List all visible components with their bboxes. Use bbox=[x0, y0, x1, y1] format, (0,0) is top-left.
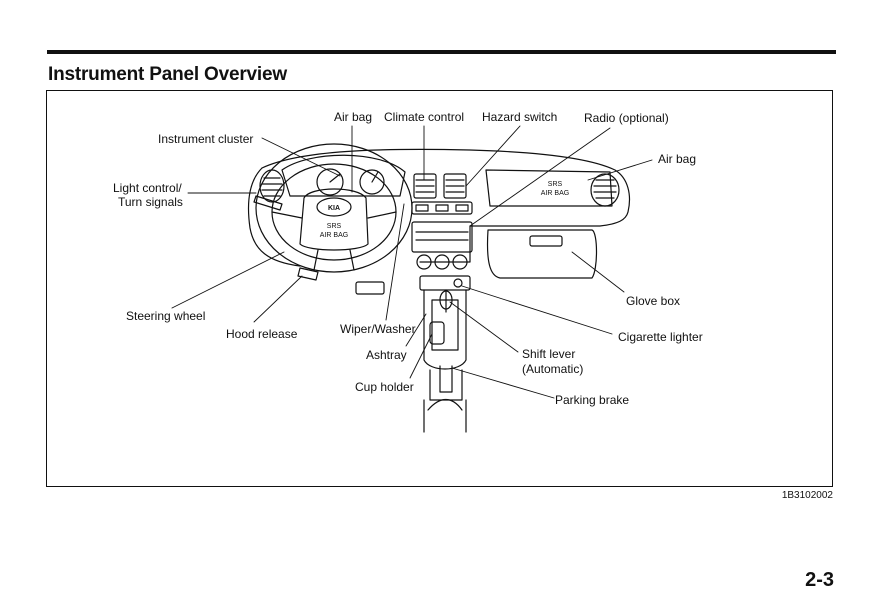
label-hood-release: Hood release bbox=[226, 327, 298, 341]
wheel-srs-text: SRS bbox=[327, 223, 342, 230]
figure-frame bbox=[46, 90, 833, 487]
glove-box-shape bbox=[486, 229, 598, 279]
label-cup-holder: Cup holder bbox=[355, 380, 414, 394]
label-climate-control: Climate control bbox=[384, 110, 465, 124]
label-ashtray: Ashtray bbox=[366, 348, 407, 362]
page-number: 2-3 bbox=[805, 569, 834, 591]
label-glove-box: Glove box bbox=[626, 294, 681, 308]
label-air-bag-driver: Air bag bbox=[334, 110, 373, 124]
center-vents bbox=[413, 173, 467, 199]
passenger-vent bbox=[590, 173, 620, 207]
dash-srs-text: SRS bbox=[548, 181, 563, 188]
label-shift-lever-automatic: (Automatic) bbox=[522, 362, 584, 376]
label-turn-signals: Turn signals bbox=[118, 195, 183, 209]
console-shape bbox=[419, 275, 471, 433]
instrument-cluster-shape bbox=[281, 154, 406, 197]
figure-code: 1B3102002 bbox=[781, 490, 833, 501]
label-radio: Radio (optional) bbox=[584, 111, 669, 125]
dash-airbag-text: AIR BAG bbox=[541, 190, 569, 197]
label-shift-lever: Shift lever bbox=[522, 347, 576, 361]
top-rule bbox=[47, 50, 836, 54]
label-light-control: Light control/ bbox=[113, 181, 182, 195]
label-parking-brake: Parking brake bbox=[555, 393, 630, 407]
dashboard-outline bbox=[247, 148, 631, 267]
pedal-shape bbox=[297, 267, 385, 295]
label-steering-wheel: Steering wheel bbox=[126, 309, 206, 323]
page-title: Instrument Panel Overview bbox=[48, 64, 287, 85]
wheel-airbag-text: AIR BAG bbox=[320, 232, 348, 239]
label-wiper-washer: Wiper/Washer bbox=[340, 322, 416, 336]
center-stack bbox=[411, 201, 473, 270]
label-air-bag-passenger: Air bag bbox=[658, 152, 697, 166]
left-vent bbox=[253, 169, 285, 211]
label-cigarette-lighter: Cigarette lighter bbox=[618, 330, 703, 344]
label-hazard-switch: Hazard switch bbox=[482, 110, 558, 124]
wheel-badge-text: KIA bbox=[328, 205, 340, 212]
leader-lines bbox=[171, 125, 653, 399]
label-instrument-cluster: Instrument cluster bbox=[158, 132, 254, 146]
